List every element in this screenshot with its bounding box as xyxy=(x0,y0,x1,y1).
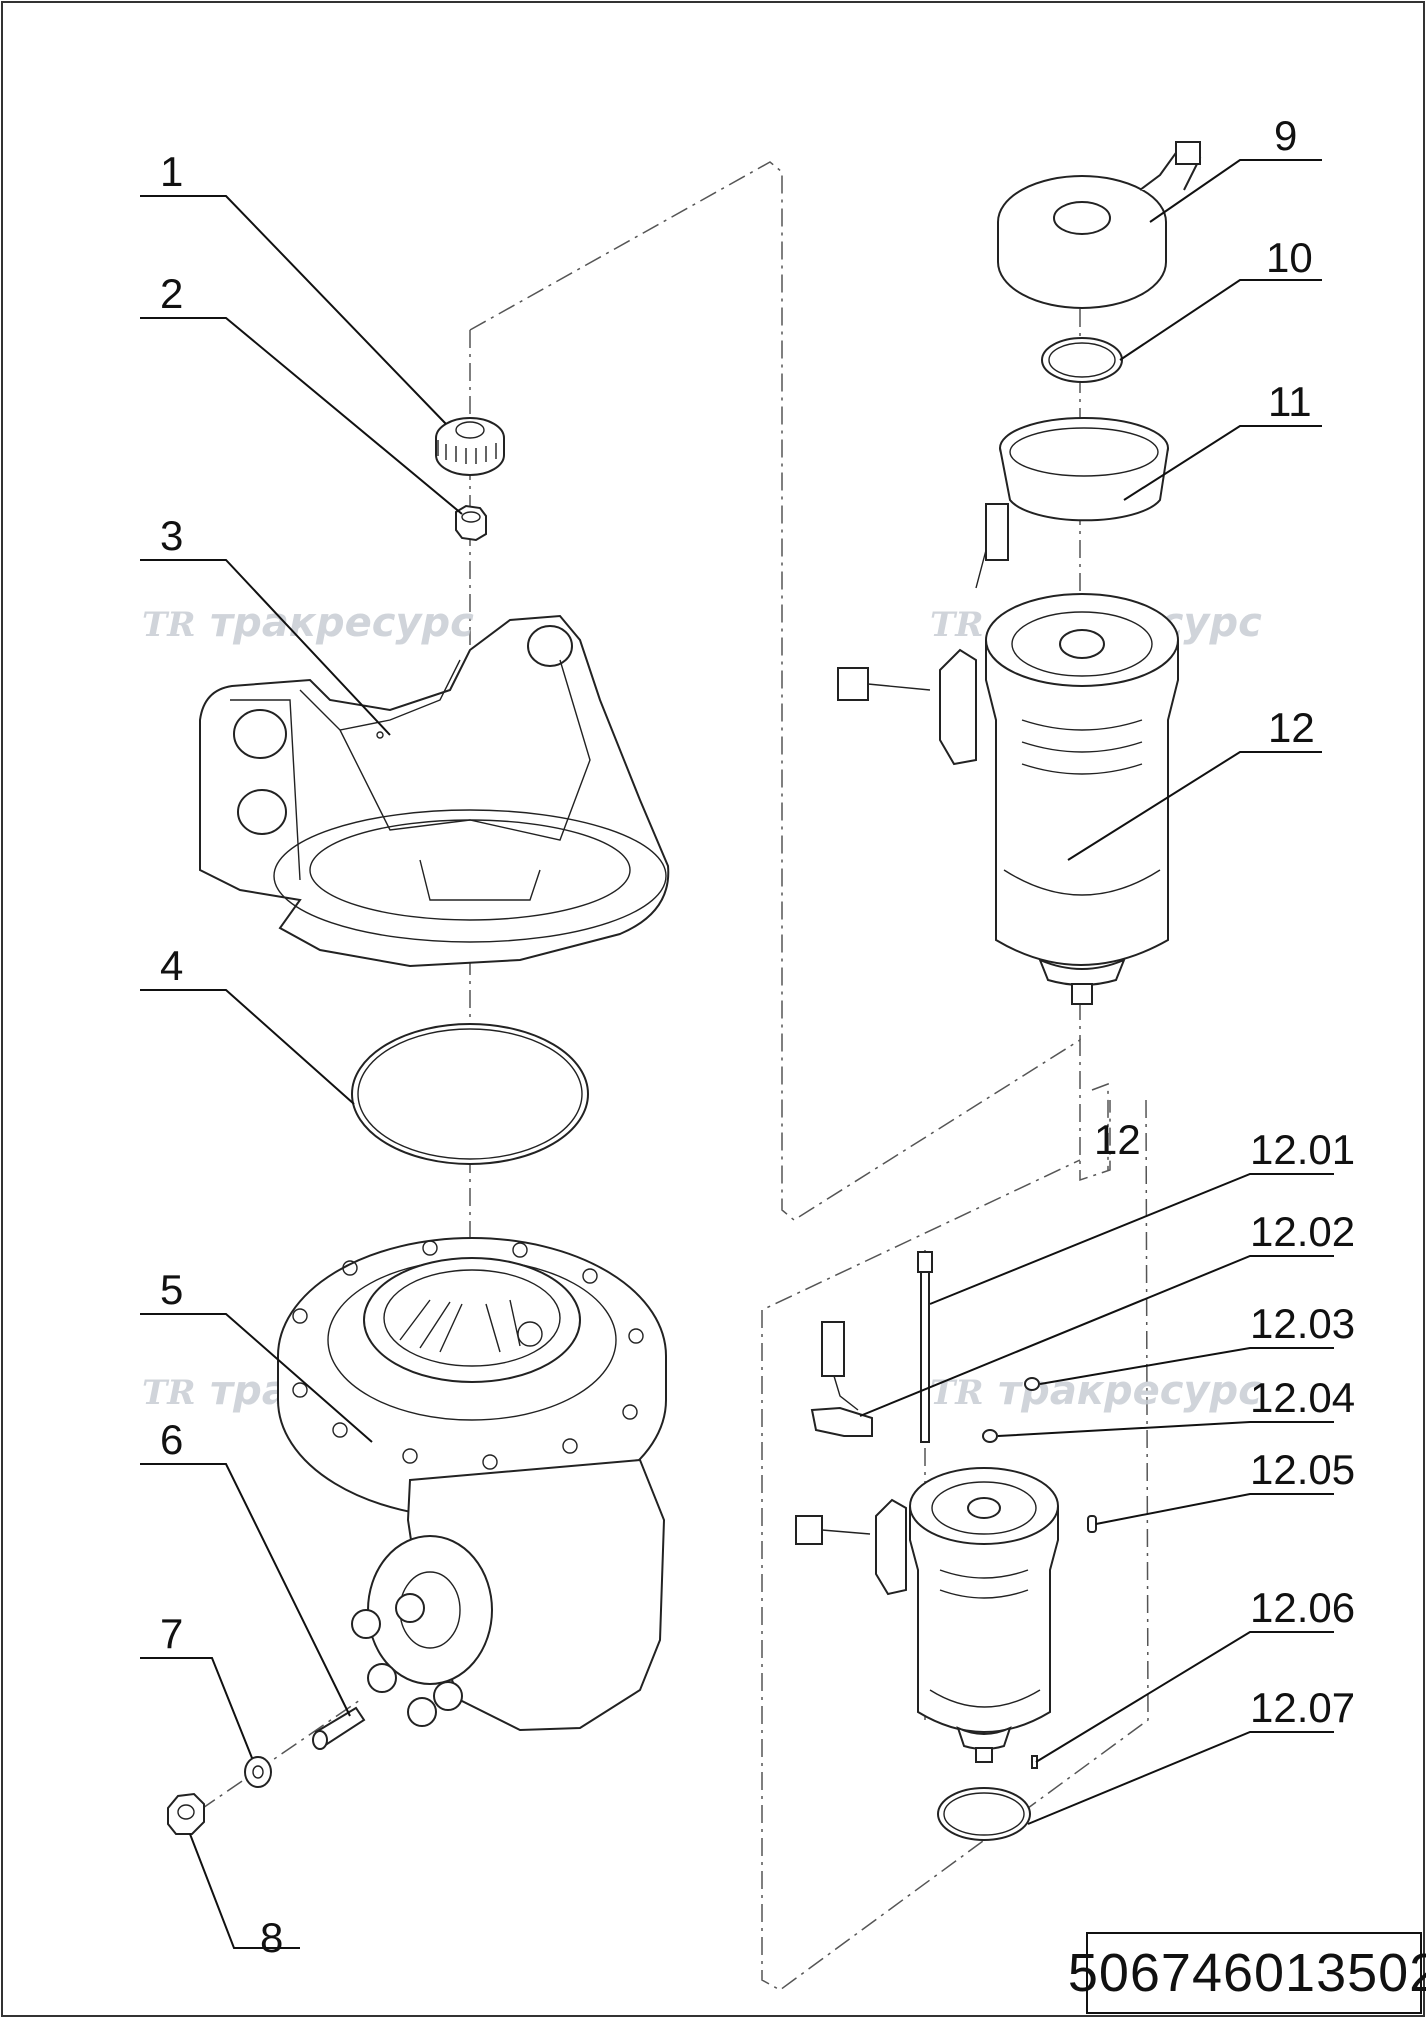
callout-1: 1 xyxy=(160,148,183,195)
part-12-04-plug xyxy=(982,1429,998,1443)
callout-12-02: 12.02 xyxy=(1250,1208,1355,1255)
part-10-seal-ring xyxy=(1041,337,1123,383)
callout-12-03: 12.03 xyxy=(1250,1300,1355,1347)
part-12-03-plug xyxy=(1024,1377,1040,1391)
part-11-band xyxy=(999,417,1169,522)
part-8-flange-nut xyxy=(167,1792,205,1835)
callout-11: 11 xyxy=(1268,378,1312,425)
part-1-gear xyxy=(435,417,505,476)
callout-2: 2 xyxy=(160,270,183,317)
callout-12-06: 12.06 xyxy=(1250,1584,1355,1631)
svg-text:тракресурс: тракресурс xyxy=(998,1368,1262,1414)
watermark-top-left: ТR тракресурс xyxy=(142,600,474,646)
svg-text:тракресурс: тракресурс xyxy=(210,600,474,646)
callout-12: 12 xyxy=(1268,704,1315,751)
callout-labels: 1 2 3 4 5 6 7 8 9 10 11 12 12.01 12.02 1… xyxy=(160,112,1355,1961)
part-12-motor xyxy=(837,503,1179,1005)
document-number: 506746013502 xyxy=(1068,1932,1426,2014)
part-12-02-sensor xyxy=(810,1321,873,1437)
part-12-05-pin xyxy=(1087,1515,1097,1533)
callout-12-04: 12.04 xyxy=(1250,1374,1355,1421)
callout-12-07: 12.07 xyxy=(1250,1684,1355,1731)
callout-12-01: 12.01 xyxy=(1250,1126,1355,1173)
callout-5: 5 xyxy=(160,1266,183,1313)
callout-9: 9 xyxy=(1274,112,1297,159)
part-3-bracket xyxy=(199,614,670,968)
part-5-gearbox-housing xyxy=(277,1237,667,1732)
callout-8: 8 xyxy=(260,1914,283,1961)
part-12-01-bolt xyxy=(917,1251,933,1443)
svg-text:ТR: ТR xyxy=(142,605,196,645)
part-12-subassembly xyxy=(795,1251,1097,1841)
part-7-washer xyxy=(244,1756,272,1788)
callout-4: 4 xyxy=(160,942,183,989)
part-2-nut xyxy=(455,504,487,542)
callout-12-05: 12.05 xyxy=(1250,1446,1355,1493)
leader-lines xyxy=(140,159,1334,1949)
callout-3: 3 xyxy=(160,512,183,559)
svg-text:ТR: ТR xyxy=(930,605,984,645)
part-9-sensor-ring xyxy=(997,141,1202,309)
callout-10: 10 xyxy=(1266,234,1313,281)
svg-text:ТR: ТR xyxy=(930,1373,984,1413)
part-12-07-oring xyxy=(937,1787,1031,1841)
svg-text:ТR: ТR xyxy=(142,1373,196,1413)
part-4-oring xyxy=(351,1023,589,1165)
callout-7: 7 xyxy=(160,1610,183,1657)
part-6-pin xyxy=(312,1706,366,1750)
housing-bolt-ring xyxy=(292,1240,644,1470)
subassembly-tag: 12 xyxy=(1094,1116,1141,1163)
watermark-bottom-right: ТR тракресурс xyxy=(930,1368,1262,1414)
callout-6: 6 xyxy=(160,1416,183,1463)
